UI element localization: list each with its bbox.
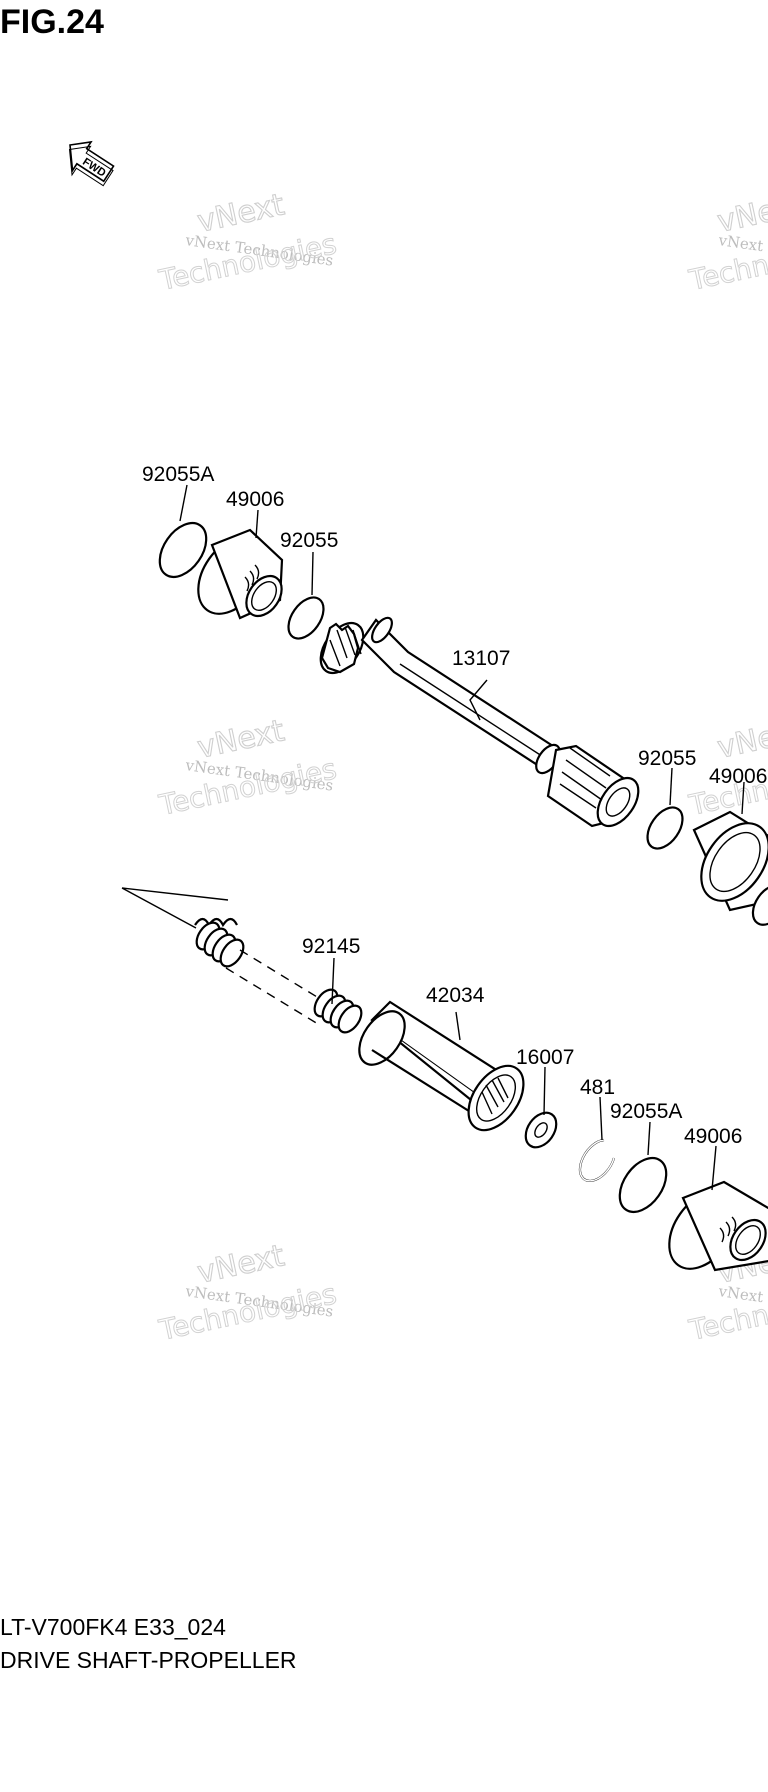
reference-lines (121, 887, 229, 929)
part-481-circlip[interactable] (578, 1138, 616, 1183)
part-92145-spring-left[interactable] (192, 917, 248, 971)
label-42034: 42034 (426, 984, 485, 1007)
figure-title: FIG.24 (0, 3, 104, 41)
part-92055a-oring-upper[interactable] (150, 515, 216, 586)
part-13107-propeller-shaft[interactable] (312, 615, 647, 834)
watermark-line2: vNext (194, 1238, 287, 1291)
label-49006-lower: 49006 (684, 1125, 742, 1148)
label-49006-right: 49006 (709, 765, 767, 788)
label-92145: 92145 (302, 935, 360, 958)
label-92055a-upper: 92055A (142, 463, 214, 486)
watermark-line3: Technologies (156, 227, 340, 297)
part-49006-boot-lower[interactable] (655, 1179, 768, 1282)
watermark-line2: vNext (194, 713, 287, 766)
part-labels: 92055A 49006 92055 13107 92055 49006 921… (142, 463, 767, 1148)
watermark-line3: Technologies (156, 1277, 340, 1347)
label-13107: 13107 (452, 647, 510, 670)
label-481: 481 (580, 1076, 615, 1099)
watermark-bottom-left: vNext vNext Technologies Technologies (155, 1238, 340, 1348)
watermark-line3: Technologies (156, 752, 340, 822)
label-16007: 16007 (516, 1046, 574, 1069)
watermark-line2: vNext (194, 187, 287, 240)
part-92055-ring-upper[interactable] (281, 591, 330, 645)
watermark-top-left: vNext vNext Technologies Technologies (155, 187, 340, 298)
model-code: LT-V700FK4 E33_024 (0, 1614, 226, 1640)
label-49006-upper: 49006 (226, 488, 284, 511)
part-49006-boot-upper[interactable] (184, 524, 289, 627)
watermark-top-right: vNext vNext Technologies Technologies (685, 187, 768, 298)
dashed-guide-line (225, 949, 323, 1025)
part-92055-ring-right[interactable] (640, 801, 689, 855)
part-42034-sleeve[interactable] (350, 1000, 535, 1140)
watermark-line2: vNext (714, 713, 768, 766)
part-49006-boot-right[interactable] (687, 810, 768, 931)
part-92145-spring-right[interactable] (310, 986, 366, 1037)
label-92055-upper: 92055 (280, 529, 338, 552)
leader-lines (179, 484, 745, 1191)
fwd-arrow-icon: FWD (68, 140, 115, 187)
label-92055a-lower: 92055A (610, 1100, 682, 1123)
section-name: DRIVE SHAFT-PROPELLER (0, 1647, 297, 1673)
watermark-middle-left: vNext vNext Technologies Technologies (155, 713, 340, 823)
label-92055-right: 92055 (638, 747, 696, 770)
part-16007-washer[interactable] (519, 1107, 562, 1153)
part-92055a-oring-lower[interactable] (610, 1150, 676, 1221)
